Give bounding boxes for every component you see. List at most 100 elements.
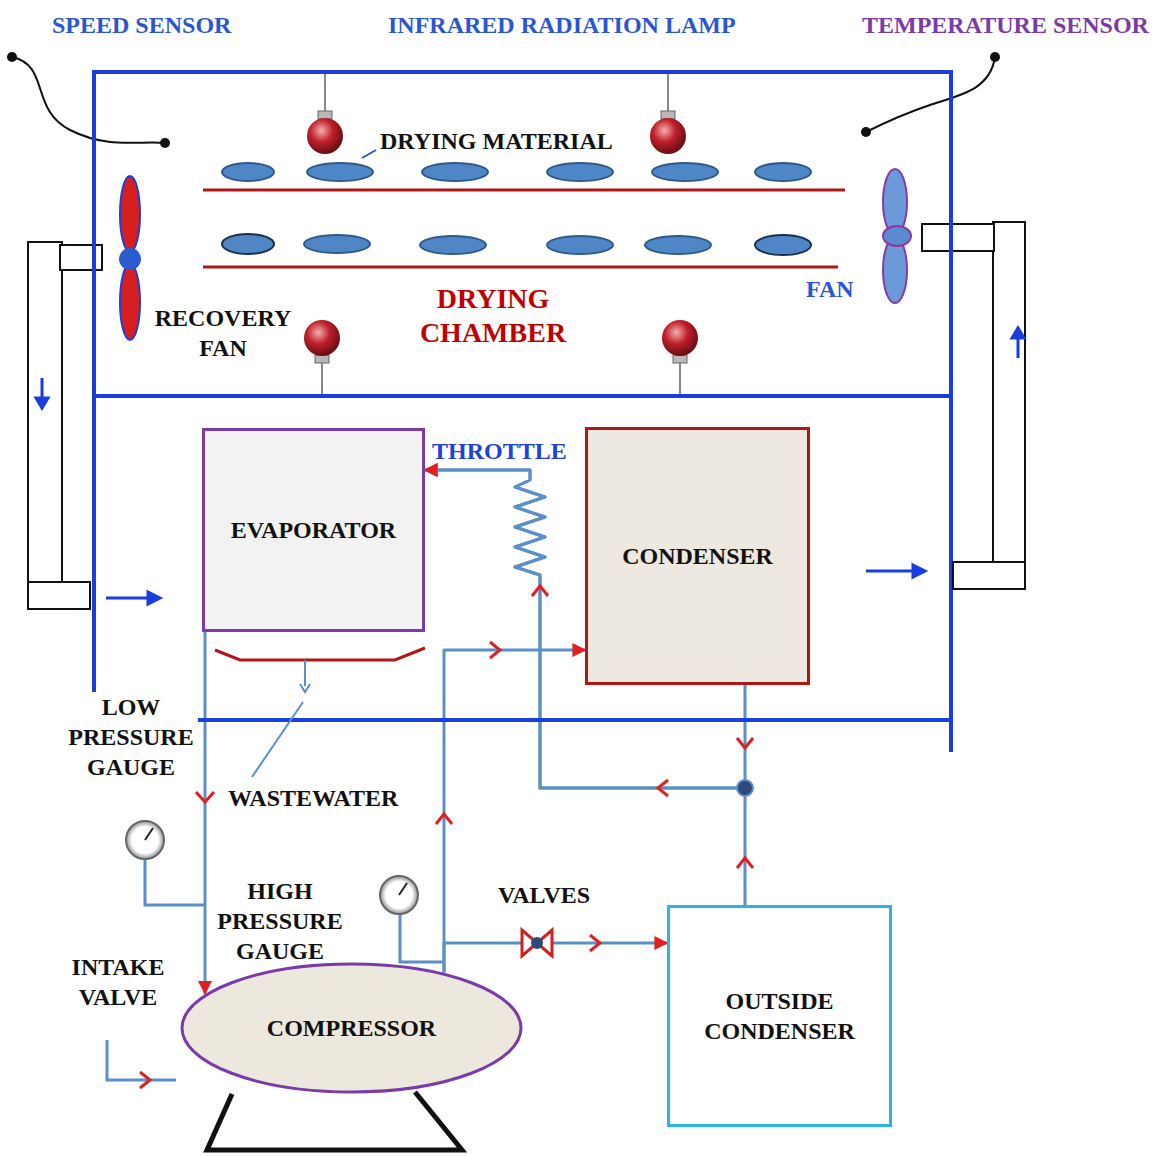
flow-arrow: [436, 814, 452, 824]
airflow-arrow: [913, 565, 925, 577]
lamp-socket: [315, 355, 329, 363]
condenser-box: CONDENSER: [585, 427, 810, 685]
refrigerant-pipe: [444, 943, 667, 972]
sensor-wire: [866, 57, 995, 132]
pressure-gauge: [380, 876, 418, 914]
lamp-wire: [321, 360, 323, 398]
part-label: RECOVERY FAN: [148, 303, 298, 363]
node-label: CONDENSER: [622, 541, 773, 571]
duct-cap: [953, 562, 1025, 589]
gauge-pipe: [145, 859, 205, 905]
lamp-bulb: [307, 118, 343, 154]
refrigerant-pipe: [444, 650, 585, 972]
air-duct: [28, 242, 62, 608]
gauge-label: LOW PRESSURE GAUGE: [64, 692, 198, 782]
drying-material: [420, 236, 486, 254]
part-label: THROTTLE: [432, 436, 567, 466]
drying-material: [422, 163, 488, 181]
flow-arrow: [140, 1072, 150, 1088]
lamp-socket: [661, 111, 675, 119]
gauge-needle: [145, 828, 153, 840]
node-text-group: OUTSIDE CONDENSER: [679, 986, 880, 1046]
drying-material: [547, 236, 613, 254]
lamp-bulb: [304, 320, 340, 356]
lamp: [304, 70, 698, 398]
lamp-socket: [673, 355, 687, 363]
drain-arrow: [300, 684, 310, 692]
valve-stem: [531, 937, 543, 949]
node-label: DRYING CHAMBER: [393, 282, 593, 350]
sensor-label: SPEED SENSOR: [52, 10, 231, 40]
junction: [737, 780, 753, 796]
compressor-ellipse: COMPRESSOR: [180, 962, 523, 1094]
gauge-label: HIGH PRESSURE GAUGE: [210, 876, 350, 966]
duct-cap: [922, 224, 994, 251]
fan: [883, 169, 911, 303]
compressor-shell: [182, 964, 521, 1092]
refrigerant-pipe: [204, 632, 207, 994]
flow-arrow: [532, 586, 548, 596]
node-label: COMPRESSOR: [267, 1013, 436, 1043]
lamp-bulb: [662, 320, 698, 356]
gauge-needle: [399, 883, 407, 895]
drying-material: [307, 163, 373, 181]
drain-pipe: [304, 660, 306, 686]
node-text-group: COMPRESSOR: [267, 1013, 436, 1043]
gauge-pipe: [400, 914, 444, 962]
drying-material: [222, 163, 274, 181]
airflow-arrow: [106, 597, 150, 600]
part-label: FAN: [806, 274, 854, 304]
airflow-arrow: [1012, 328, 1024, 338]
sensor-label: TEMPERATURE SENSOR: [862, 10, 1149, 40]
valve-symbol: [522, 930, 552, 956]
tray: [203, 266, 838, 269]
flow-arrow: [590, 935, 600, 951]
drying-material: [755, 235, 811, 255]
air-duct: [993, 222, 1025, 588]
lamp-wire: [324, 70, 326, 113]
lamp-wire: [679, 360, 681, 398]
flow-arrow: [490, 642, 500, 658]
drying-material: [547, 163, 613, 181]
part-label: INTAKE VALVE: [52, 952, 184, 1012]
lamp-bulb: [650, 118, 686, 154]
airflow-arrow: [36, 398, 48, 408]
leader-line: [252, 702, 303, 777]
part-label: DRYING MATERIAL: [380, 126, 613, 156]
drying-material: [304, 235, 370, 253]
flow-arrow: [737, 858, 753, 868]
flow-arrow: [196, 792, 214, 802]
tray: [203, 189, 845, 192]
flow-arrow: [737, 738, 753, 748]
drying-material: [222, 234, 274, 254]
sensor-dot: [160, 138, 170, 148]
fan-blade: [120, 176, 140, 252]
lamp-socket: [318, 111, 332, 119]
node-label: OUTSIDE CONDENSER: [679, 986, 880, 1046]
drip-tray: [215, 648, 425, 660]
fan-hub: [883, 226, 911, 246]
evaporator-box: EVAPORATOR: [202, 428, 425, 632]
compartment-wall: [92, 398, 96, 722]
sensor-dot: [861, 127, 871, 137]
compressor-stand: [207, 1092, 462, 1150]
airflow-arrow: [866, 570, 915, 573]
fan-hub: [119, 248, 141, 270]
lamp-label: INFRARED RADIATION LAMP: [388, 10, 736, 40]
part-label: VALVES: [498, 880, 590, 910]
node-text-group: EVAPORATOR: [231, 515, 396, 545]
node-label: EVAPORATOR: [231, 515, 396, 545]
lamp-wire: [667, 70, 669, 113]
valve-body: [522, 930, 552, 956]
recovery-fan: [119, 176, 141, 340]
part-label: WASTEWATER: [228, 783, 398, 813]
leader-line: [362, 150, 376, 158]
pressure-gauge: [126, 821, 164, 859]
compartment-wall: [88, 718, 953, 722]
duct-cap: [28, 582, 90, 609]
drying-material: [645, 236, 711, 254]
node-text-group: CONDENSER: [622, 541, 773, 571]
